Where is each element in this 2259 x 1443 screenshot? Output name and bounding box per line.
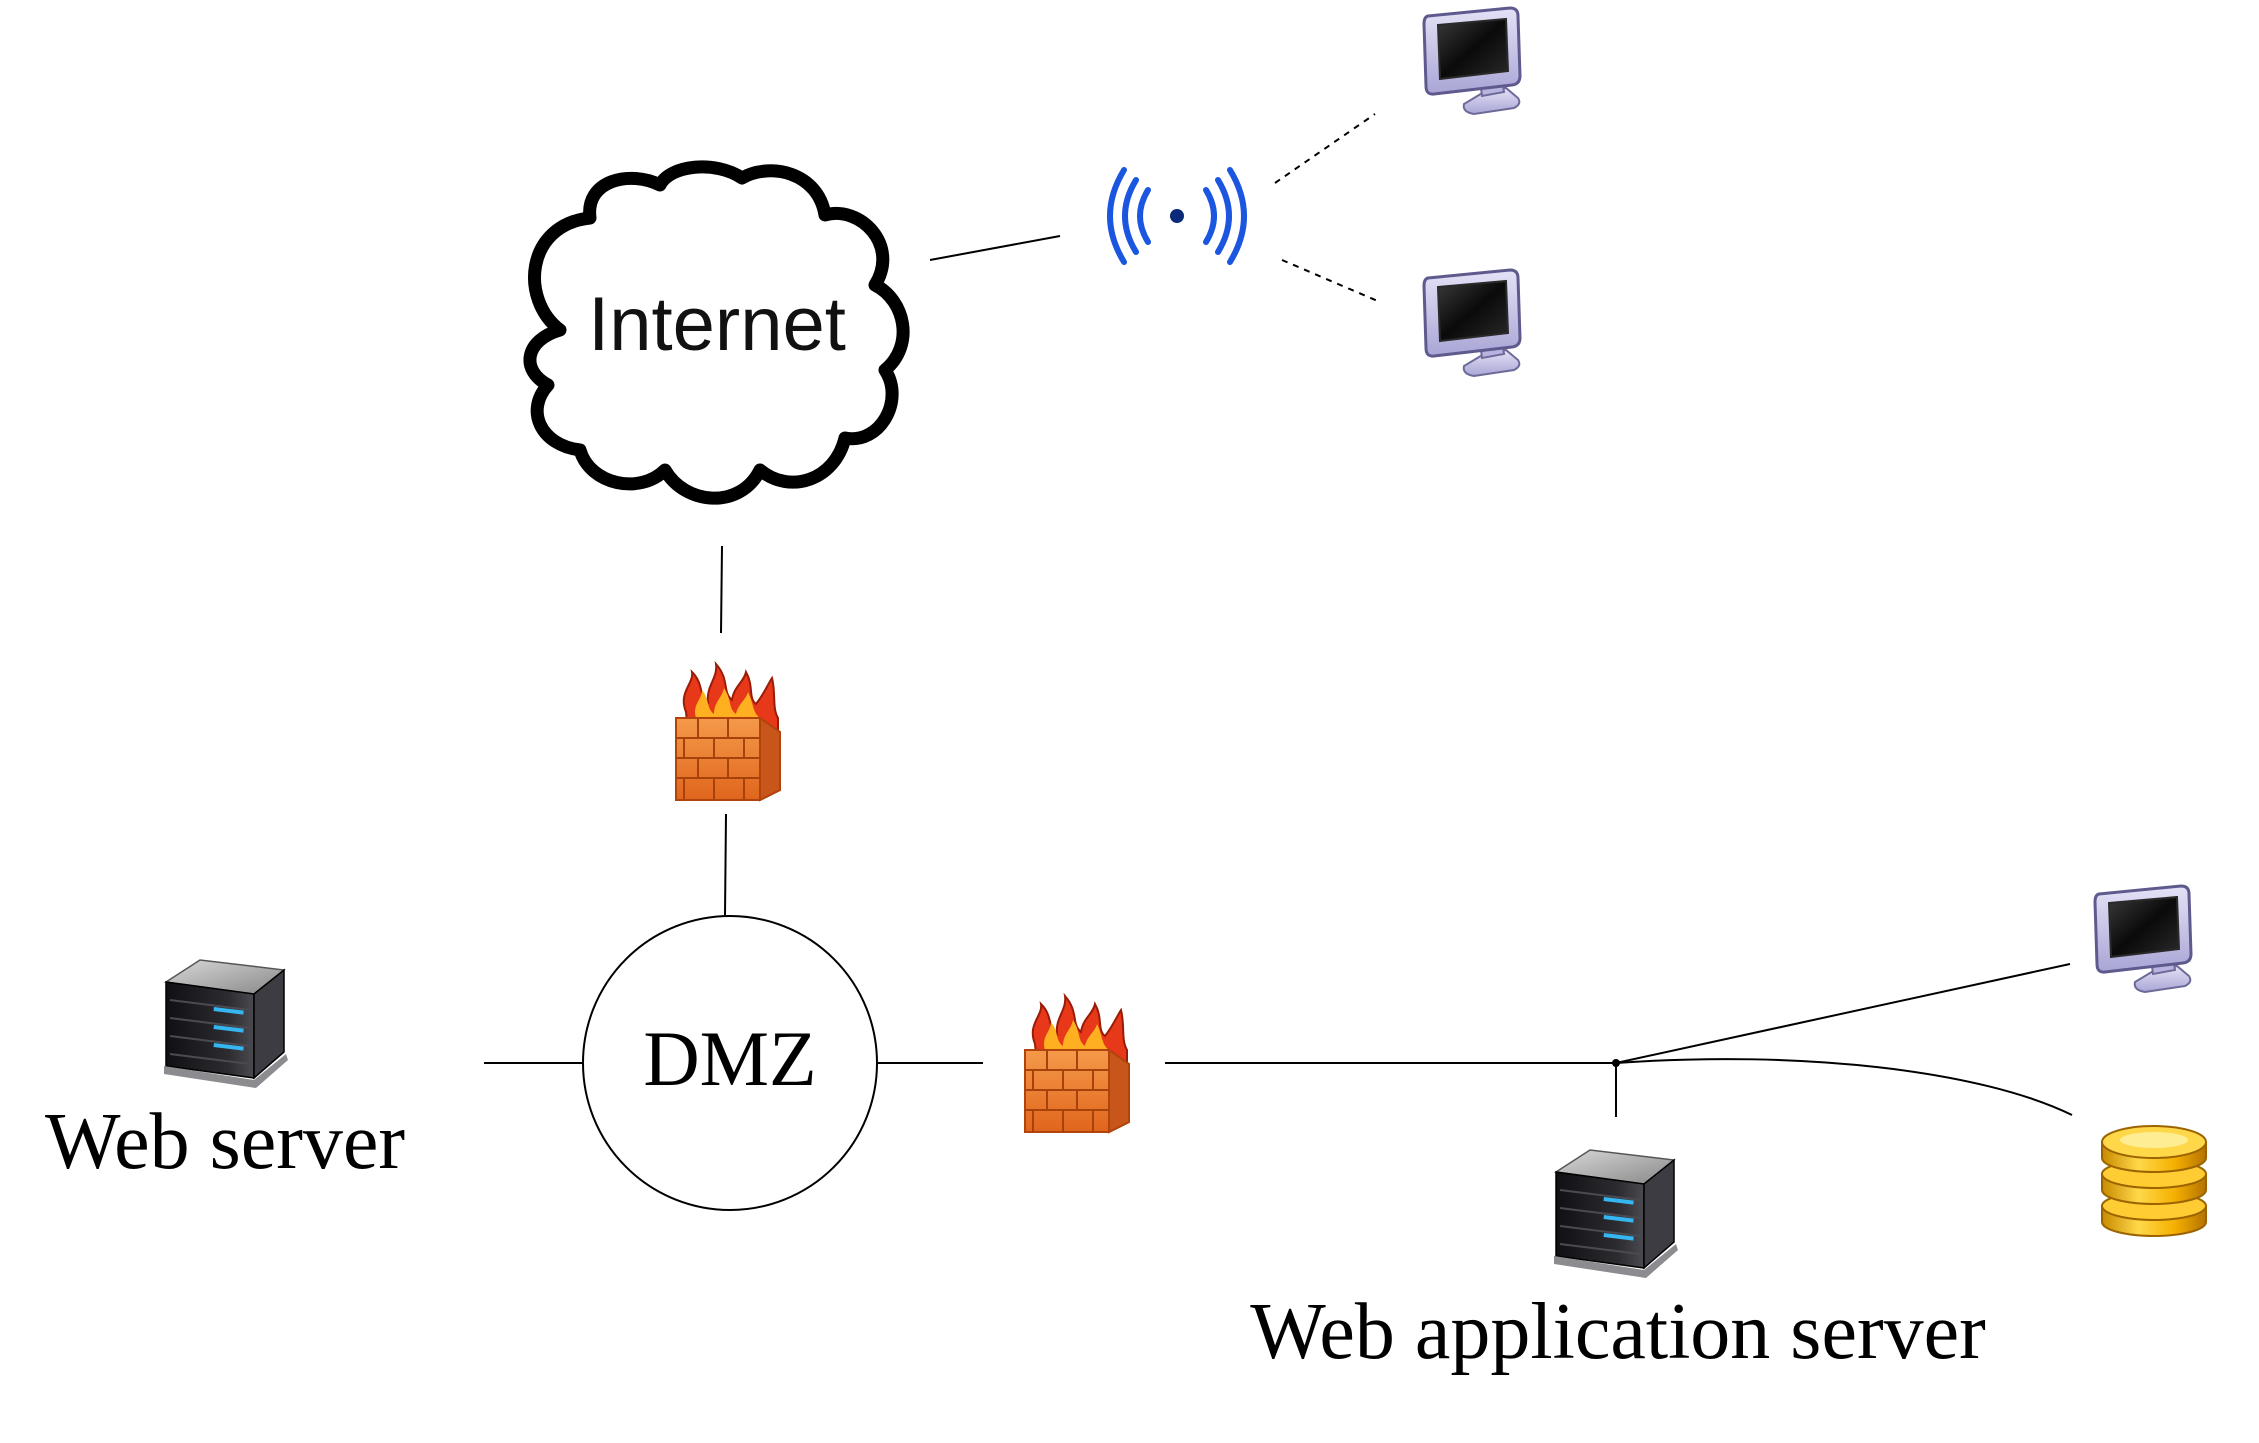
- link-wifi-monitor-1: [1274, 113, 1376, 184]
- junction-dot: [1612, 1059, 1620, 1067]
- internet-cloud: Internet: [523, 160, 910, 505]
- database-icon: [2101, 1125, 2207, 1237]
- dmz-circle: [582, 915, 878, 1211]
- web-server-label: Web server: [45, 1098, 405, 1186]
- server-icon: [163, 959, 289, 1089]
- server-icon: [1553, 1149, 1679, 1279]
- link-internet-wifi: [929, 235, 1061, 261]
- monitor-icon: [1422, 6, 1522, 116]
- link-junction-database: [1615, 1058, 2073, 1116]
- connections: [484, 113, 2073, 1117]
- monitor-icon: [2093, 884, 2193, 994]
- web-server: Web server: [45, 959, 405, 1186]
- dmz-label: DMZ: [643, 1015, 816, 1102]
- web-app-server-label: Web application server: [1250, 1288, 1985, 1376]
- link-internet-firewall: [720, 545, 723, 634]
- link-firewall-dmz: [724, 813, 727, 916]
- wireless-access-point-icon: [1107, 167, 1247, 265]
- cloud-icon: [523, 160, 910, 505]
- monitor-icon: [1422, 268, 1522, 378]
- web-application-server: Web application server: [1250, 1149, 1986, 1376]
- link-junction-monitor: [1615, 963, 2071, 1064]
- link-wifi-monitor-2: [1281, 259, 1381, 303]
- dmz-zone: DMZ: [582, 915, 878, 1211]
- firewall-icon: [1024, 995, 1130, 1133]
- firewall-icon: [675, 663, 781, 801]
- cloud-label: Internet: [588, 282, 846, 367]
